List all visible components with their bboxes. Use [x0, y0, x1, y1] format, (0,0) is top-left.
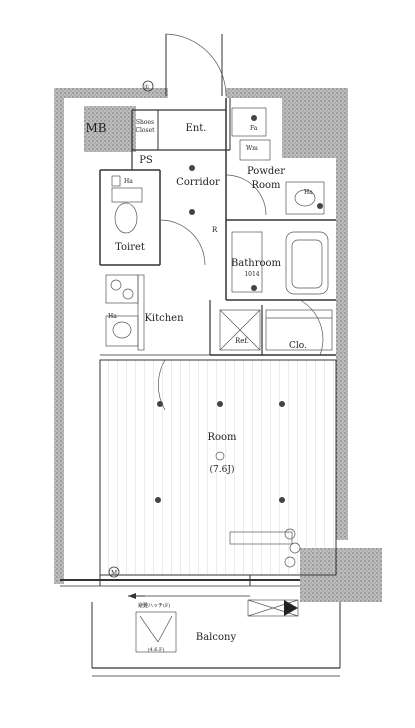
fixture-labels: Fa Wm Ha Ha Ha R M ① 避難ハッチ(F) (4.6.F)	[108, 84, 313, 653]
exterior-walls	[54, 88, 382, 602]
powder-room-label-line2: Room	[251, 180, 281, 191]
fa-label: Fa	[250, 125, 258, 132]
entrance-door	[142, 33, 227, 97]
kitchen-ha-label: Ha	[108, 313, 117, 320]
toilet-fixture	[111, 175, 143, 234]
powder-room-fixtures	[231, 107, 325, 215]
entrance-label: Ent.	[186, 123, 207, 134]
kitchen-fixtures	[105, 274, 145, 351]
bathroom-label: Bathroom	[231, 258, 282, 269]
toilet-ha-label: Ha	[124, 178, 133, 185]
refrigerator-space	[219, 309, 261, 351]
toilet-label: Toiret	[115, 242, 145, 253]
entrance-marker-circle	[142, 80, 154, 92]
mb-label: MB	[85, 121, 106, 135]
ps-label: PS	[139, 155, 153, 166]
closet-label: Clo.	[289, 341, 307, 351]
balcony-structure	[60, 566, 341, 677]
refrigerator-label: Ref.	[235, 337, 249, 345]
room-size-label: (7.6J)	[210, 464, 235, 475]
corridor-label: Corridor	[176, 177, 220, 188]
r-mark-label: R	[212, 226, 218, 234]
balcony-partition-label: 避難ハッチ(F)	[138, 602, 170, 609]
bathroom-size-label: 1014	[244, 271, 259, 278]
mb-shaft	[84, 106, 136, 152]
room-label: Room	[207, 432, 237, 443]
shoe-closet-label-line2: Closet	[135, 127, 155, 134]
entrance-marker-label: ①	[144, 84, 149, 91]
closet	[265, 309, 333, 351]
evacuation-hatch	[135, 611, 177, 653]
balcony-label: Balcony	[196, 632, 237, 643]
evacuation-hatch-label: (4.6.F)	[148, 646, 165, 653]
powder-room-label-line1: Powder	[247, 166, 285, 177]
kitchen-label: Kitchen	[144, 313, 184, 324]
powder-ha-label: Ha	[304, 189, 313, 196]
interior-walls	[99, 98, 336, 356]
m-mark-label: M	[111, 570, 117, 577]
bathtub	[231, 231, 329, 295]
room-labels: MB Shoes Closet Ent. PS Corridor Powder …	[85, 119, 307, 643]
shoe-closet-label-line1: Shoes	[136, 119, 154, 126]
room-floor	[100, 360, 336, 575]
fixture-symbols	[155, 115, 323, 568]
washing-machine-label: Wm	[246, 145, 258, 152]
